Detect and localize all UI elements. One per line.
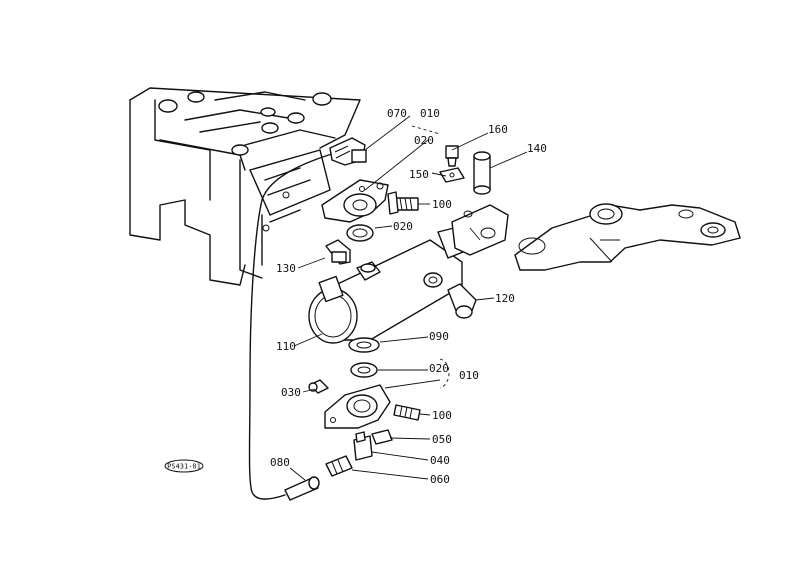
label-160: 160 [488,123,508,136]
label-040: 040 [430,454,450,467]
housing-case [129,87,361,286]
label-100-lower: 100 [432,409,452,422]
label-070: 070 [387,107,407,120]
label-050: 050 [432,433,452,446]
label-150: 150 [409,168,429,181]
label-010-lower: 010 [459,369,479,382]
lower-bracket-010 [324,384,391,429]
pin-030 [308,379,329,394]
label-100-upper: 100 [432,198,452,211]
cylinder-110 [308,223,479,344]
pipe-080 [248,149,346,500]
label-030: 030 [281,386,301,399]
washer-090 [348,337,380,353]
stamp-text: PS431-01 [167,463,201,471]
lift-arm [514,203,741,271]
part-labels: 070 010 020 160 140 150 100 020 130 120 … [270,107,547,486]
label-120: 120 [495,292,515,305]
label-020-lower: 020 [429,362,449,375]
bolt-100-lower [393,404,421,421]
clevis-fork [451,204,509,256]
seal-020-upper [346,224,374,242]
elbow-130 [325,239,351,265]
leader-lines [289,115,528,481]
label-010-upper: 010 [420,107,440,120]
label-060: 060 [430,473,450,486]
elbow-070 [329,137,367,166]
nipple-160 [445,145,459,167]
pin-140 [473,151,491,195]
label-020-mid: 020 [393,220,413,233]
plate-150 [439,167,465,183]
drawing-stamp: PS431-01 [164,459,204,473]
label-140: 140 [527,142,547,155]
label-130: 130 [276,262,296,275]
bolt-100-upper [387,191,419,215]
tee-040 [353,431,373,461]
union-060 [325,455,353,477]
label-080: 080 [270,456,290,469]
label-090: 090 [429,330,449,343]
nipple-050 [371,429,393,445]
upper-bracket-010 [321,179,389,223]
elbow-120 [447,283,477,319]
hose-end-080 [284,476,320,501]
label-020-upper: 020 [414,134,434,147]
label-110: 110 [276,340,296,353]
seal-020-lower [350,362,378,378]
